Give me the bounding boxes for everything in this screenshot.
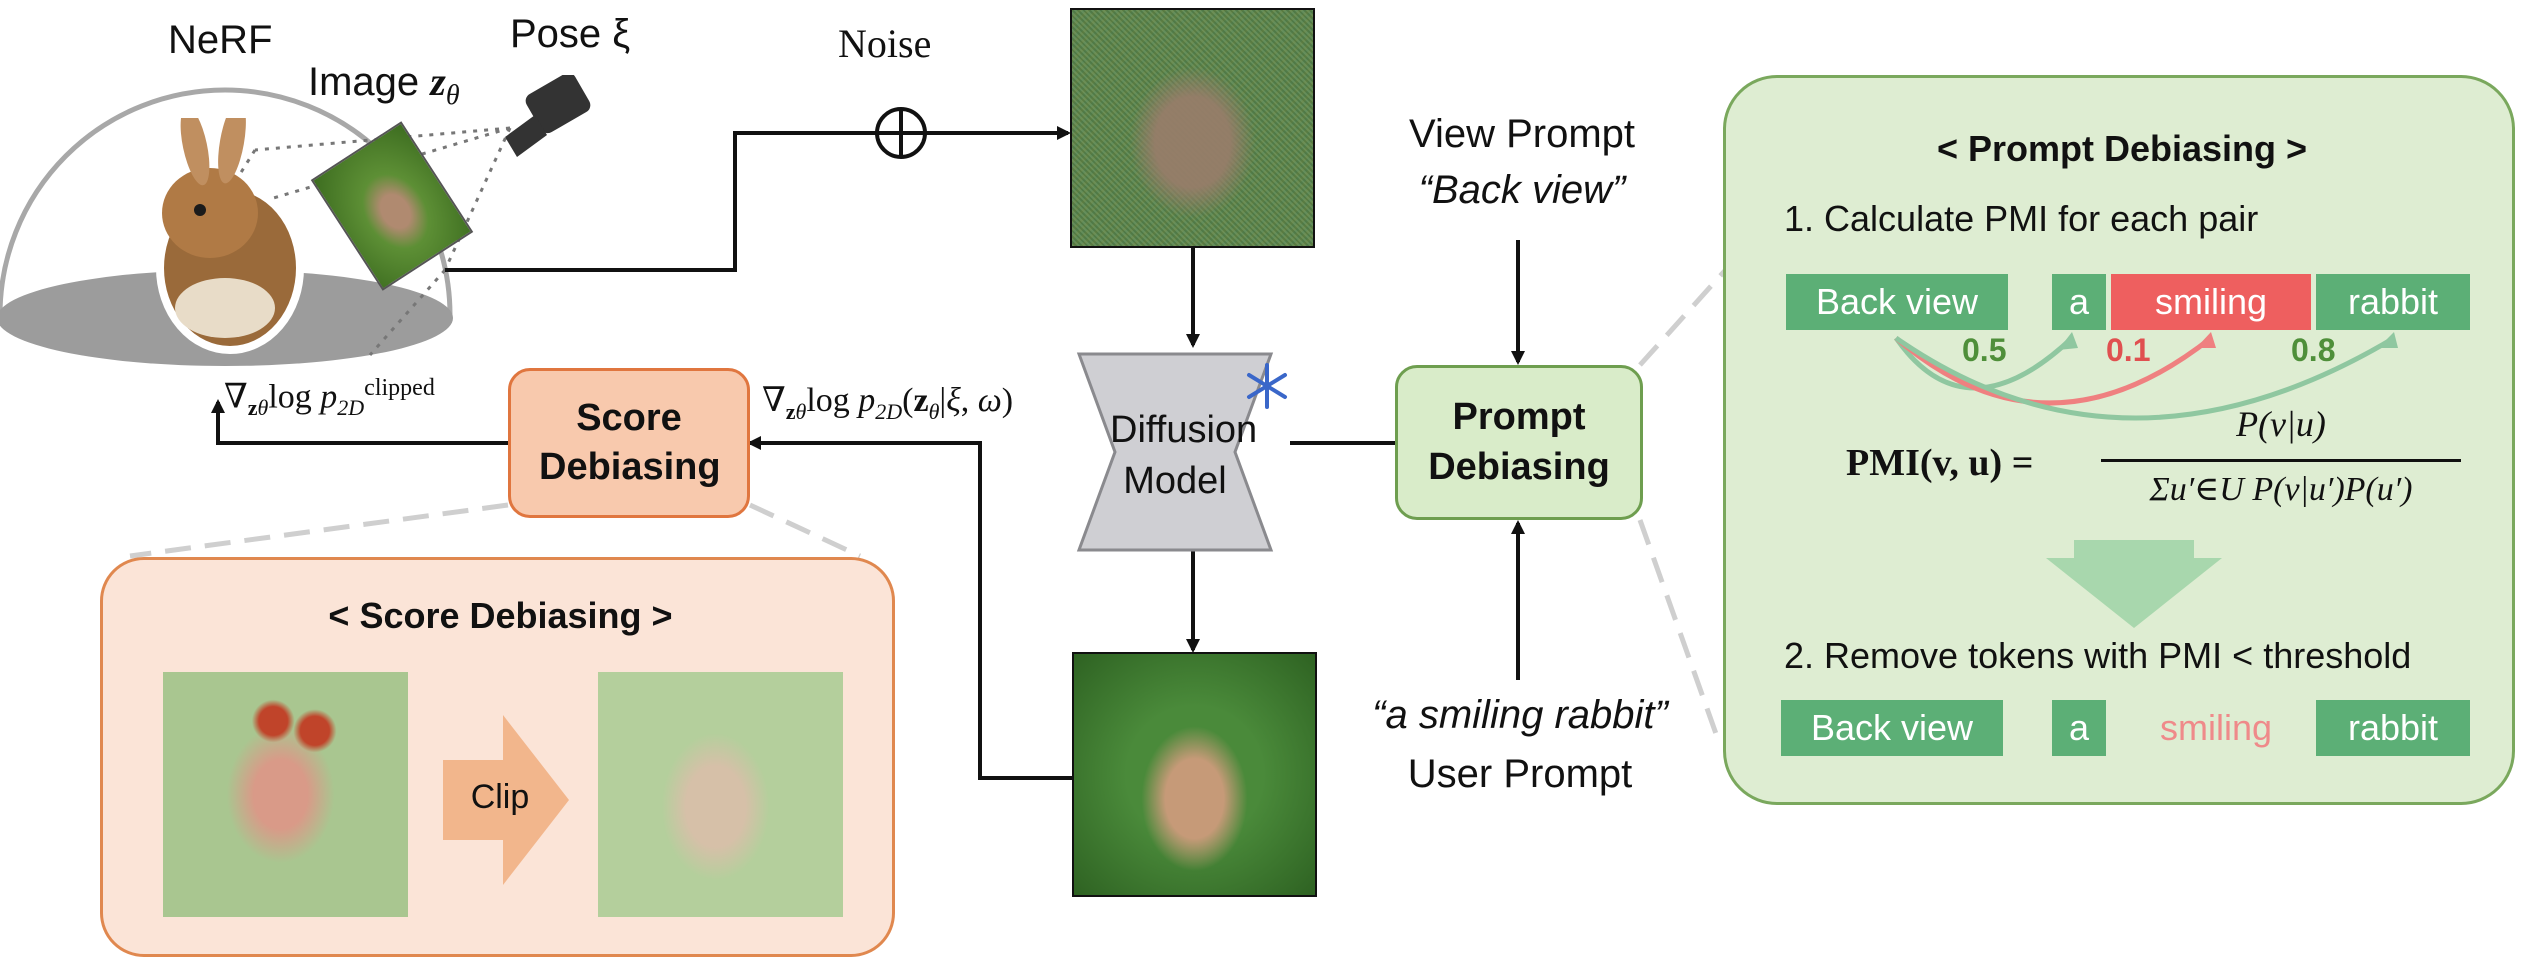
token-back-view: Back view	[1786, 274, 2008, 330]
image-label-symbol: z	[430, 59, 446, 104]
denoised-image	[1072, 652, 1317, 897]
nerf-label: NeRF	[168, 18, 273, 62]
image-label-sub: θ	[445, 80, 460, 111]
token-rabbit-filtered: rabbit	[2316, 700, 2470, 756]
token-a-filtered: a	[2052, 700, 2106, 756]
token-back-view-filtered: Back view	[1781, 700, 2003, 756]
token-a: a	[2052, 274, 2106, 330]
token-smiling: smiling	[2111, 274, 2311, 330]
score-after-image	[598, 672, 843, 917]
prompt-debiasing-panel: < Prompt Debiasing > 1. Calculate PMI fo…	[1723, 75, 2515, 805]
gradient-clipped-label: ∇zθlog p2Dclipped	[224, 375, 435, 421]
score-debiasing-box: Score Debiasing	[508, 368, 750, 518]
score-debiasing-panel: < Score Debiasing > Clip	[100, 557, 895, 957]
clip-label: Clip	[470, 778, 530, 816]
pmi-formula: PMI(v, u) = P(v|u) Σu′∈U P(v|u′)P(u′)	[1846, 403, 2466, 523]
pose-label: Pose ξ	[510, 12, 630, 57]
user-prompt-label: User Prompt	[1407, 752, 1633, 796]
pmi-value-smiling: 0.1	[2106, 332, 2151, 368]
score-before-image	[163, 672, 408, 917]
prompt-debiasing-box: Prompt Debiasing	[1395, 365, 1643, 520]
prompt-debiasing-label: Prompt Debiasing	[1428, 396, 1610, 488]
image-label-prefix: Image	[308, 60, 431, 104]
score-panel-title: < Score Debiasing >	[328, 595, 673, 636]
pmi-value-rabbit: 0.8	[2291, 332, 2336, 368]
prompt-step-2: 2. Remove tokens with PMI < threshold	[1784, 635, 2412, 676]
diffusion-model-shape	[1076, 352, 1274, 552]
down-arrow	[2046, 540, 2222, 628]
formula-fraction-bar	[2101, 459, 2461, 462]
formula-numerator: P(v|u)	[2236, 404, 2326, 444]
pose-text: Pose ξ	[510, 12, 631, 56]
formula-denominator: Σu′∈U P(v|u′)P(u′)	[2149, 471, 2413, 508]
view-prompt-label: View Prompt	[1408, 112, 1635, 156]
snowflake-icon	[1247, 363, 1287, 409]
noisy-image	[1070, 8, 1315, 248]
view-prompt-value: “Back view”	[1418, 168, 1626, 212]
nerf-rabbit-figure	[156, 118, 304, 354]
token-smiling-removed: smiling	[2159, 707, 2273, 748]
gradient-label: ∇zθlog p2D(zθ|ξ, ω)	[762, 382, 1014, 424]
prompt-panel-title: < Prompt Debiasing >	[1936, 128, 2308, 169]
image-label: Image zθ	[308, 58, 460, 112]
clip-arrow	[443, 715, 569, 885]
score-debiasing-label: Score Debiasing	[539, 396, 721, 488]
camera-icon	[505, 75, 591, 157]
noise-add-icon	[875, 107, 927, 159]
user-prompt-value: “a smiling rabbit”	[1372, 693, 1668, 737]
pmi-value-a: 0.5	[1962, 332, 2007, 368]
pmi-arcs	[1893, 332, 2398, 421]
token-rabbit: rabbit	[2316, 274, 2470, 330]
prompt-step-1: 1. Calculate PMI for each pair	[1784, 198, 2259, 239]
diffusion-model-label: Diffusion Model	[1110, 409, 1258, 503]
formula-lhs: PMI(v, u) =	[1846, 442, 2034, 484]
noise-label: Noise	[838, 21, 932, 66]
